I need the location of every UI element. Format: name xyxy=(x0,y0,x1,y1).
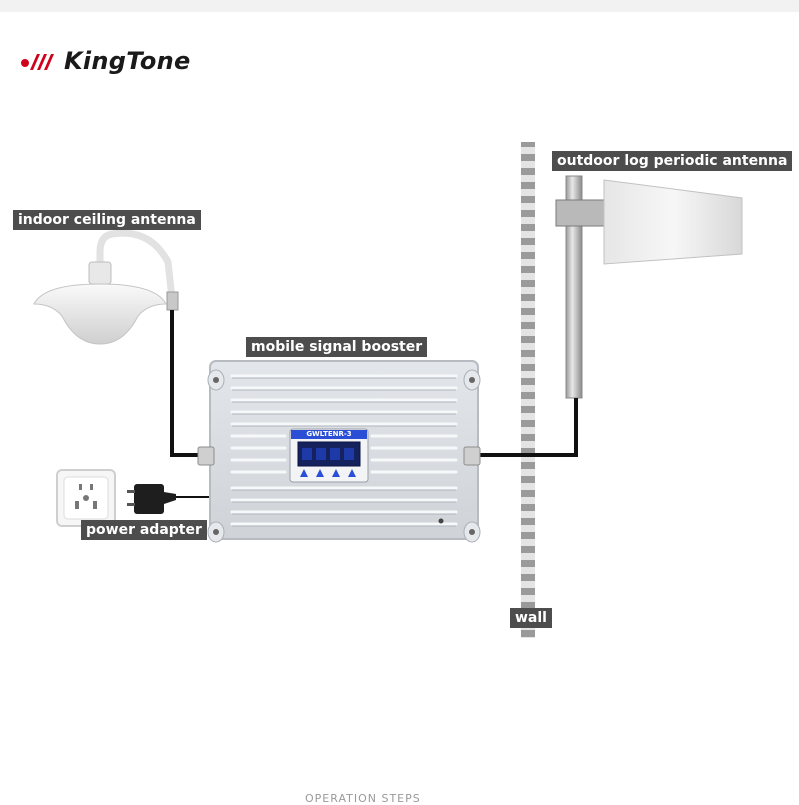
indoor-port xyxy=(197,446,215,466)
kingtone-logo-icon xyxy=(21,54,54,70)
power-led xyxy=(438,518,444,524)
power-adapter-device xyxy=(127,484,176,514)
brand-logo: KingTone xyxy=(20,46,191,76)
wall xyxy=(521,142,535,638)
antenna-cable-white xyxy=(96,229,176,302)
mobile-signal-booster-unit xyxy=(197,360,481,543)
indoor-cable xyxy=(170,310,198,457)
booster-model-text: GWLTENR-3 xyxy=(306,430,352,438)
label-outdoor-log-periodic-antenna: outdoor log periodic antenna xyxy=(552,151,793,171)
dome-mount xyxy=(88,261,112,285)
cables xyxy=(170,310,578,498)
pole-clamp xyxy=(555,199,607,227)
ceiling-dome xyxy=(33,283,167,345)
brand-name: KingTone xyxy=(64,47,191,75)
wall-column xyxy=(521,142,535,638)
top-strip xyxy=(0,0,799,12)
label-power-adapter: power adapter xyxy=(81,520,207,540)
label-wall: wall xyxy=(510,608,552,628)
outdoor-log-periodic-antenna xyxy=(555,175,743,399)
outdoor-port xyxy=(463,446,481,466)
power-socket xyxy=(56,469,116,527)
outdoor-cable xyxy=(480,398,578,457)
log-periodic-housing xyxy=(603,179,743,265)
footer-caption: OPERATION STEPS xyxy=(305,792,421,805)
label-indoor-ceiling-antenna: indoor ceiling antenna xyxy=(13,210,201,230)
fin-shadows xyxy=(232,377,456,527)
cable-connector xyxy=(166,291,179,311)
label-mobile-signal-booster: mobile signal booster xyxy=(246,337,428,357)
model-strip xyxy=(291,430,367,439)
indicator-icons xyxy=(300,469,356,477)
heat-sink-fins xyxy=(230,374,458,526)
indoor-ceiling-antenna xyxy=(33,229,179,345)
